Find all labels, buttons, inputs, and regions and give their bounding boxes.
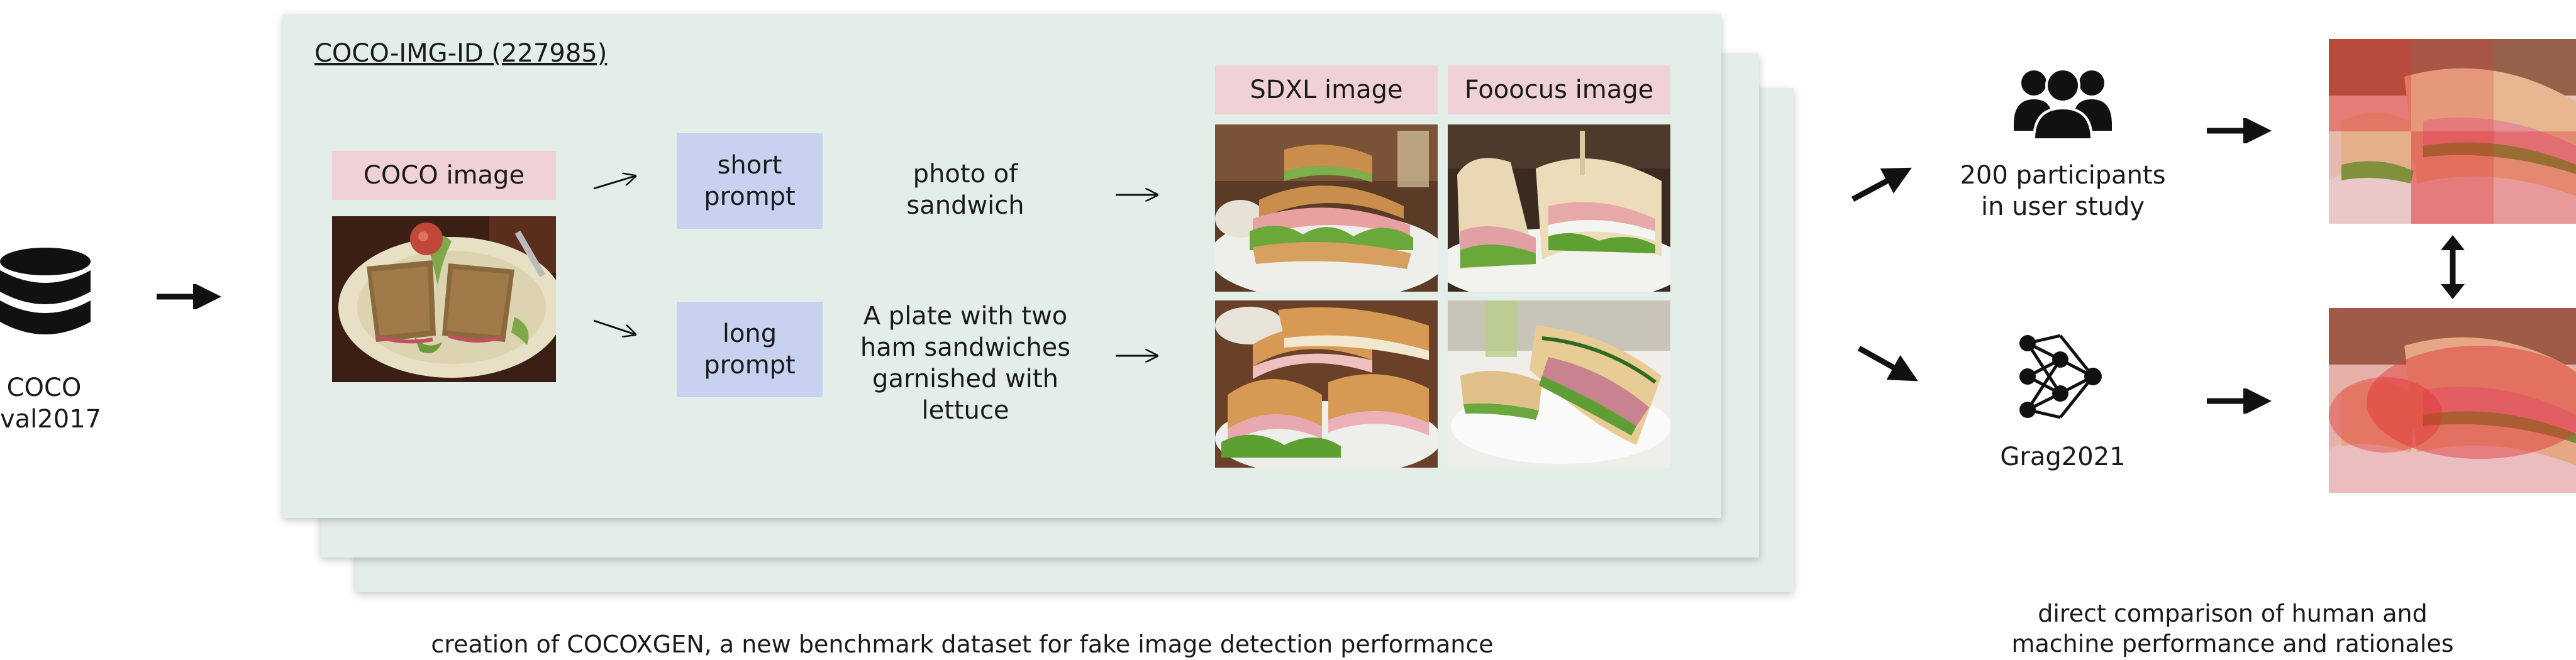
comparison-caption: direct comparison of human and machine p… [2011, 600, 2454, 657]
coco-image-label: COCO image [332, 151, 556, 200]
sdxl-image-label: SDXL image [1215, 65, 1438, 114]
arrow-to-long-images [1113, 344, 1163, 367]
dataset-caption: creation of COCOXGEN, a new benchmark da… [431, 630, 1494, 658]
long-prompt-box: long prompt [677, 302, 823, 397]
fooocus-image-label: Fooocus image [1448, 65, 1670, 114]
arrow-to-panel [154, 284, 223, 309]
fooocus-long-image [1448, 300, 1670, 468]
comparison-double-arrow [2437, 234, 2468, 300]
participants-text: 200 participants in user study [1960, 161, 2166, 221]
short-prompt-box: short prompt [677, 133, 823, 229]
arrow-to-model [1855, 339, 1924, 390]
model-label: Grag2021 [2000, 443, 2126, 471]
arrow-to-model-heatmap [2204, 388, 2273, 414]
source-name: COCO val2017 [0, 373, 102, 434]
fooocus-short-image [1448, 124, 1670, 292]
users-group-icon [2012, 62, 2113, 141]
sdxl-short-image [1215, 124, 1438, 292]
arrow-to-human-heatmap [2204, 118, 2273, 143]
image-id-title: COCO-IMG-ID (227985) [314, 39, 608, 68]
database-icon [0, 246, 94, 347]
model-heatmap-image [2329, 308, 2576, 493]
arrow-to-short-prompt [591, 165, 641, 196]
arrow-to-long-prompt [591, 313, 641, 344]
sdxl-long-image [1215, 300, 1438, 468]
neural-network-icon [2010, 329, 2111, 424]
arrow-to-participants [1849, 160, 1918, 211]
long-prompt-text: A plate with two ham sandwiches garnishe… [860, 302, 1071, 425]
arrow-to-short-images [1113, 184, 1163, 206]
short-prompt-text: photo of sandwich [906, 160, 1024, 220]
coco-image [332, 216, 556, 382]
human-heatmap-image [2329, 39, 2576, 224]
